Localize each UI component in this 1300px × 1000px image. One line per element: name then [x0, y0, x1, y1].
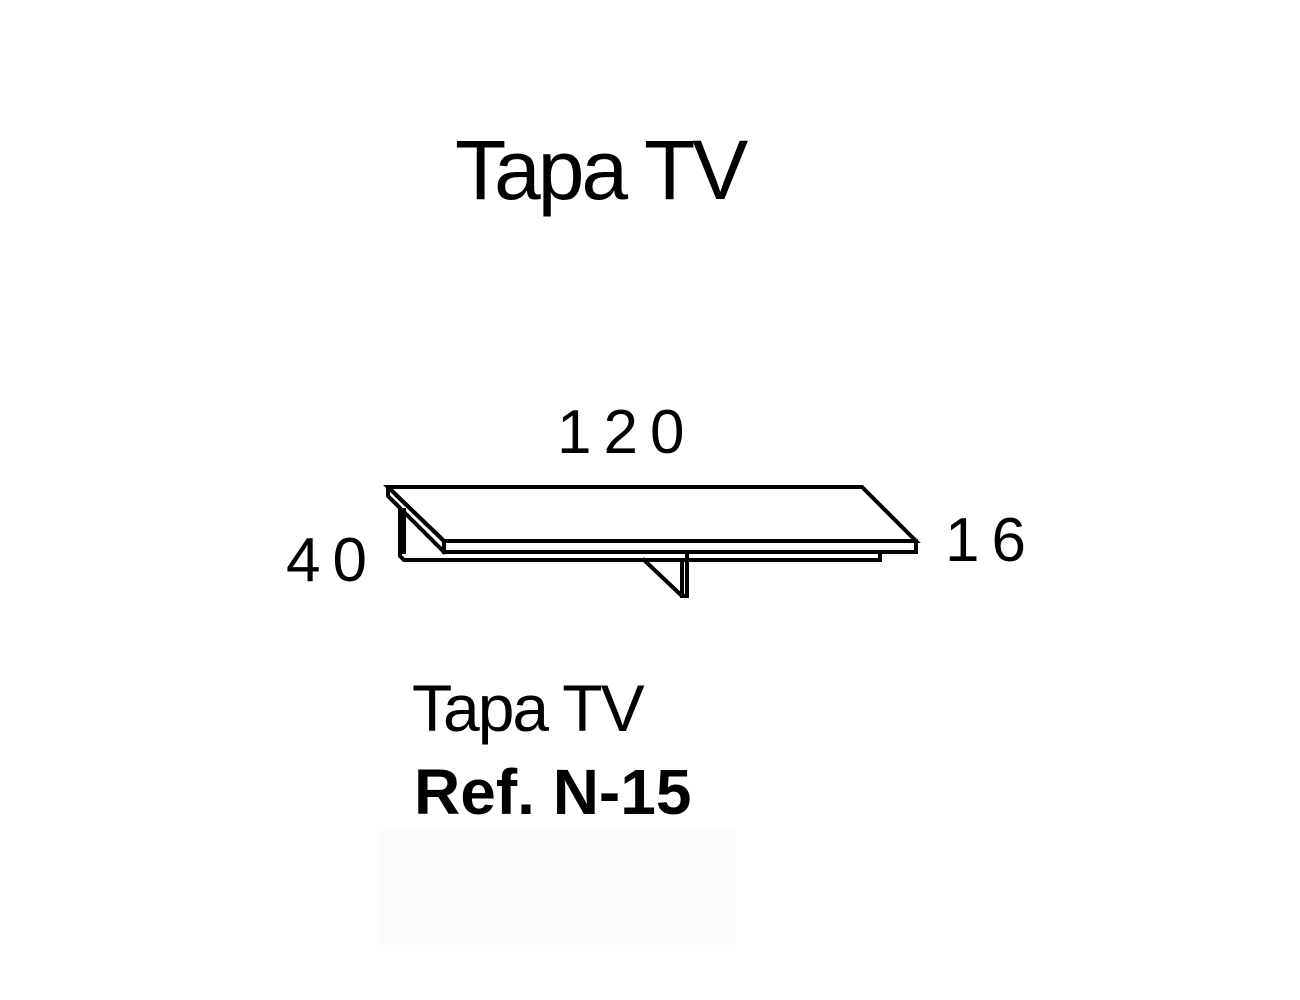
tabletop-front-edge: [442, 539, 918, 554]
central-leg: [641, 550, 689, 598]
tabletop-surface: [383, 485, 921, 543]
tabletop-left-edge: [386, 485, 447, 555]
blank-panel: [379, 830, 735, 945]
product-reference: Ref. N-15: [414, 756, 692, 828]
dimension-height-label: 16: [945, 506, 1038, 575]
product-title: Tapa TV: [455, 123, 748, 217]
back-panel-bottom: [398, 508, 882, 562]
product-caption: Tapa TV: [412, 671, 645, 745]
back-panel-top: [394, 493, 447, 544]
dimension-width-label: 120: [557, 398, 697, 467]
dimension-depth-label: 40: [286, 526, 379, 595]
